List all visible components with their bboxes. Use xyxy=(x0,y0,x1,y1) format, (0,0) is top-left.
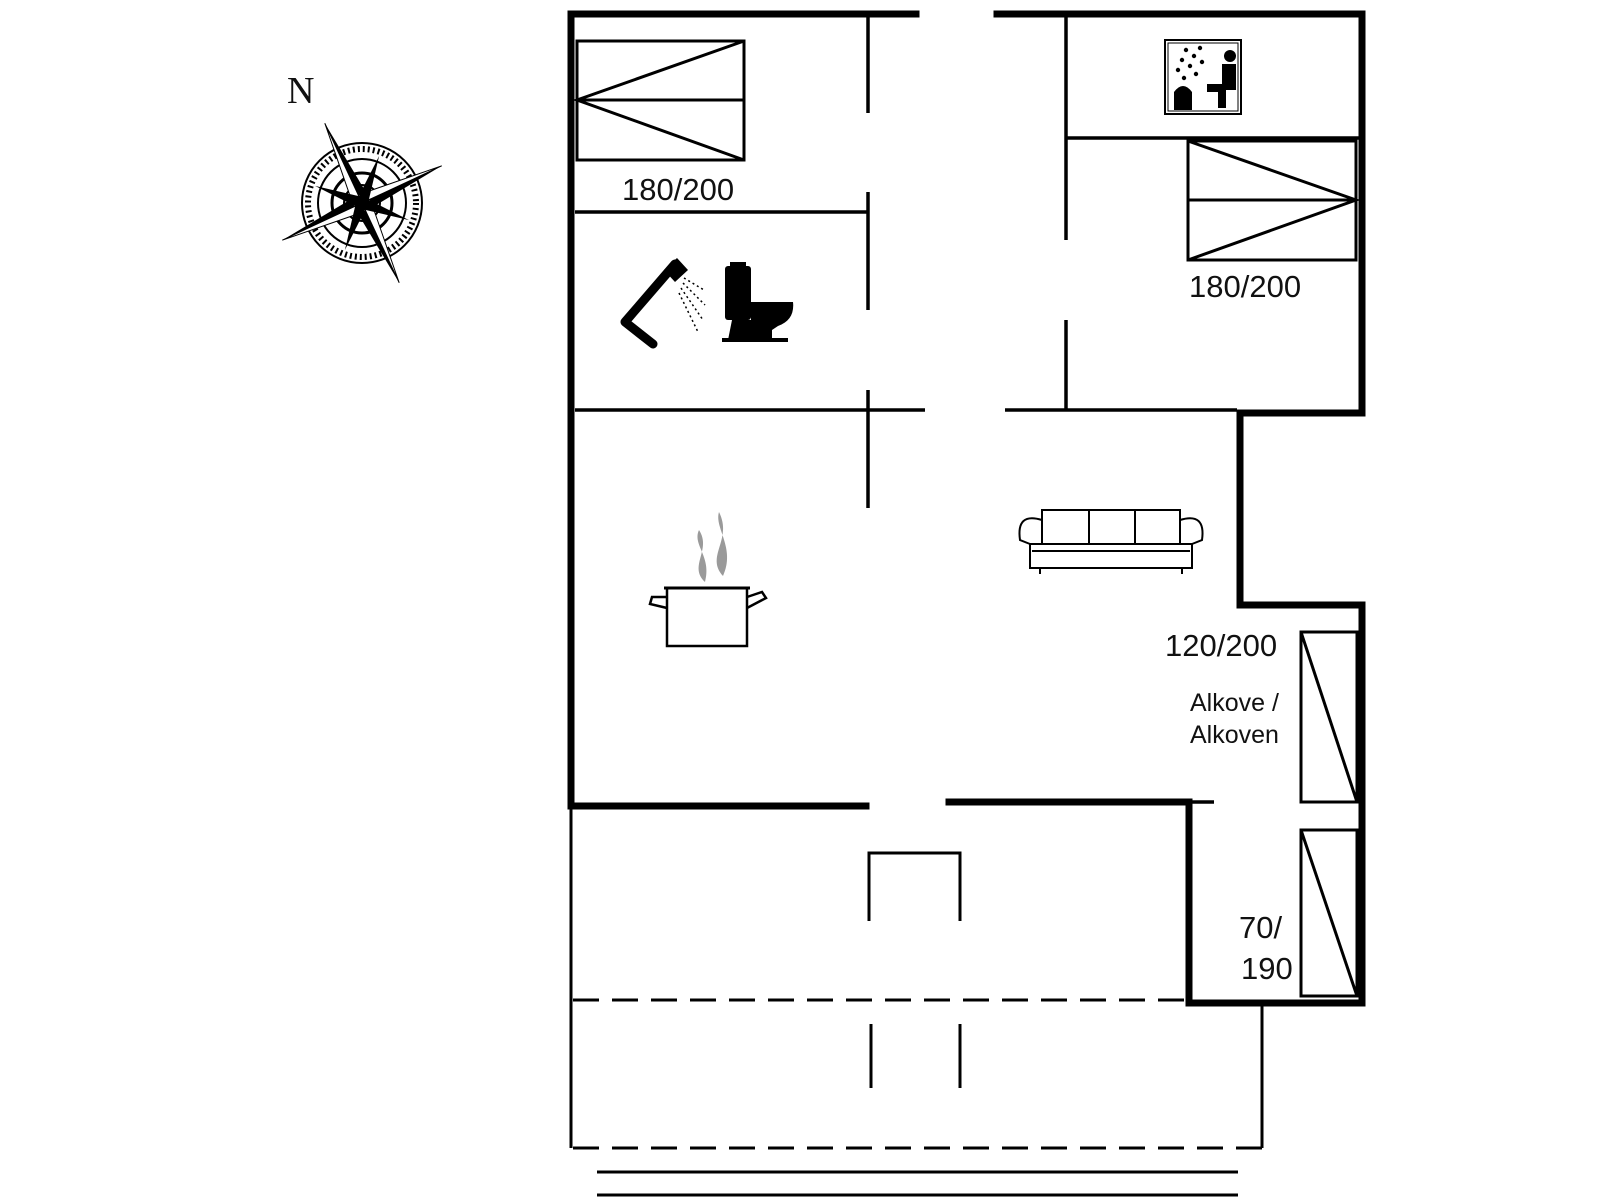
alcove-label-line1: Alkove / xyxy=(1190,689,1279,717)
exterior-walls xyxy=(567,10,1366,1007)
toilet-icon xyxy=(722,262,794,342)
bed-top-left-size: 180/200 xyxy=(622,172,734,207)
bed-top-left xyxy=(572,39,746,162)
terrace xyxy=(569,806,1264,1197)
alcove-label-line2: Alkoven xyxy=(1190,721,1279,749)
interior-walls xyxy=(575,14,1360,804)
bed-small xyxy=(1299,828,1359,998)
bed-small-size-line1: 70/ xyxy=(1239,910,1282,945)
sauna-icon xyxy=(1164,39,1242,115)
bed-top-right xyxy=(1186,139,1361,262)
bed-alcove xyxy=(1299,630,1359,804)
compass-rose-icon: N xyxy=(282,70,442,283)
bed-top-right-size: 180/200 xyxy=(1189,269,1301,304)
compass-north-label: N xyxy=(287,70,314,112)
bed-alcove-size: 120/200 xyxy=(1165,628,1277,663)
sofa-icon xyxy=(1018,509,1204,574)
shower-icon xyxy=(620,258,706,349)
cooking-pot-icon xyxy=(648,512,768,648)
bed-small-size-line2: 190 xyxy=(1241,951,1293,986)
